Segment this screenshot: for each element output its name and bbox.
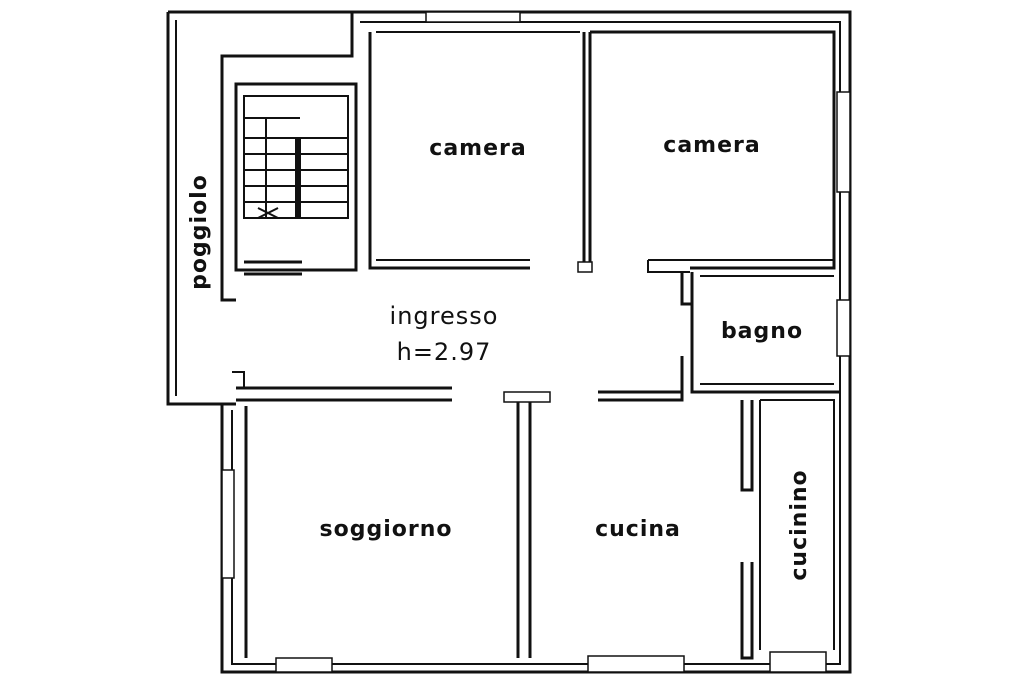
interior-walls: [232, 30, 840, 660]
label-ingresso: ingresso: [390, 302, 499, 330]
label-cucina: cucina: [595, 517, 681, 542]
windows: [221, 11, 851, 673]
label-poggiolo: poggiolo: [187, 174, 212, 290]
label-soggiorno: soggiorno: [320, 517, 453, 542]
outer-walls: [166, 10, 852, 674]
label-camera-right: camera: [663, 133, 760, 158]
label-camera-left: camera: [429, 136, 526, 161]
label-bagno: bagno: [721, 319, 803, 344]
staircase: [234, 82, 358, 276]
label-cucinino: cucinino: [787, 469, 812, 580]
label-height: h=2.97: [397, 338, 492, 366]
